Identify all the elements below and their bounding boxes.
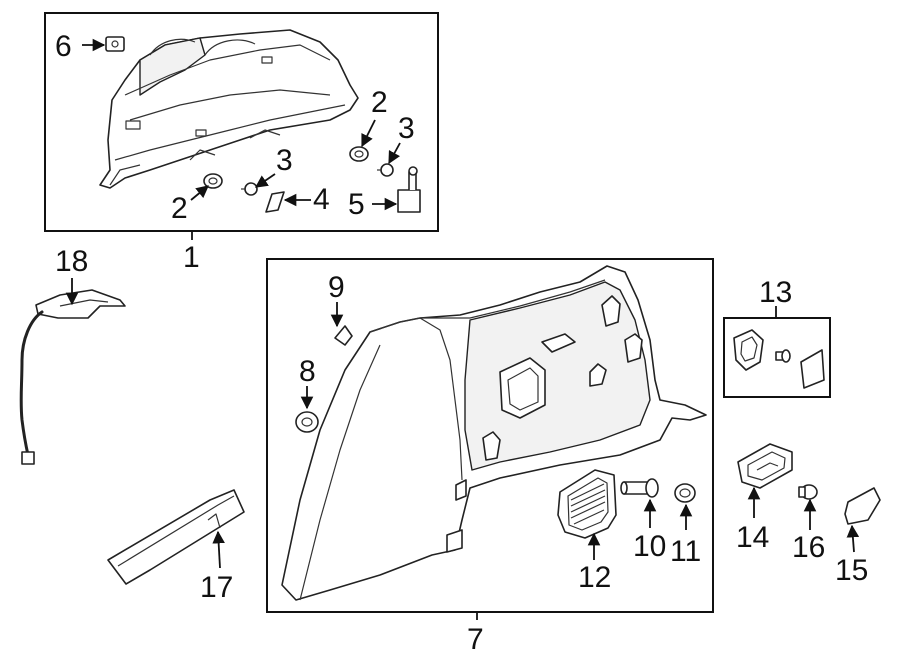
callout-16: 16	[792, 531, 825, 564]
callout-5: 5	[348, 188, 365, 221]
callout-14: 14	[736, 521, 769, 554]
callout-17: 17	[200, 571, 233, 604]
callout-4: 4	[313, 183, 330, 216]
callout-6: 6	[55, 30, 72, 63]
callout-10: 10	[633, 530, 666, 563]
clip-3b	[377, 163, 394, 177]
speaker-grille-12	[557, 469, 617, 539]
leader-lines	[65, 38, 860, 620]
cover-13	[800, 349, 825, 389]
bezel-13	[733, 329, 764, 371]
harness-18	[19, 289, 126, 465]
retainer-2b	[349, 146, 369, 162]
push-pin-16	[798, 484, 818, 500]
callout-8: 8	[299, 355, 316, 388]
bolt-10	[620, 478, 659, 498]
bracket-5	[397, 166, 421, 213]
clip-3a	[241, 182, 258, 196]
grommet-8	[295, 411, 319, 433]
quarter-trim-panel	[281, 265, 707, 601]
callout-1: 1	[183, 241, 200, 274]
callout-2b: 2	[371, 86, 388, 119]
callout-7: 7	[467, 623, 484, 656]
sill-plate-17	[107, 489, 245, 585]
upper-trim-panel	[99, 29, 359, 189]
callout-13: 13	[759, 276, 792, 309]
cap-15	[844, 487, 881, 525]
callout-15: 15	[835, 554, 868, 587]
callout-3b: 3	[398, 112, 415, 145]
screw-13	[775, 349, 791, 363]
callout-12: 12	[578, 561, 611, 594]
handle-bezel-14	[737, 443, 793, 489]
pad-4	[265, 191, 285, 213]
retainer-2a	[203, 173, 223, 189]
callout-2a: 2	[171, 192, 188, 225]
callout-3a: 3	[276, 144, 293, 177]
group-box-7	[266, 258, 714, 613]
clip-9	[334, 325, 353, 346]
group-box-1	[44, 12, 439, 232]
nut-11	[674, 483, 696, 503]
callout-11: 11	[670, 535, 701, 568]
group-box-13	[723, 317, 831, 398]
callout-18: 18	[55, 245, 88, 278]
callout-numbers: 6 2 2 3 3 4 5 1 18 9 8 10 11 12 13 14 16…	[55, 30, 868, 656]
cap-6	[105, 36, 125, 52]
callout-9: 9	[328, 271, 345, 304]
